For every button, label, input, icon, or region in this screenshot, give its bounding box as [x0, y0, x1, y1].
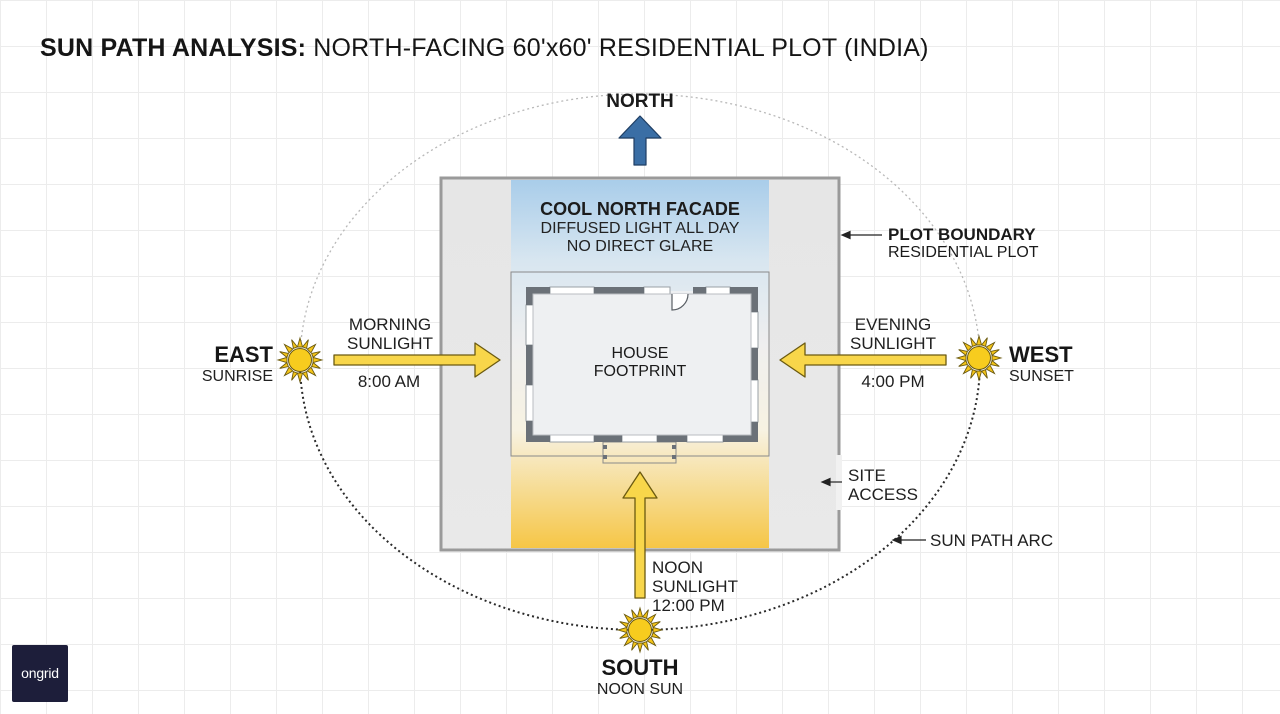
- morning-sunlight-label: MORNING SUNLIGHT: [347, 315, 433, 353]
- sun-path-arc-label: SUN PATH ARC: [930, 531, 1054, 550]
- site-access-line2: ACCESS: [848, 485, 918, 505]
- plot-boundary-label: PLOT BOUNDARY RESIDENTIAL PLOT: [888, 225, 1039, 262]
- page-title: SUN PATH ANALYSIS: NORTH-FACING 60'x60' …: [40, 34, 929, 62]
- west-label-group: WEST SUNSET: [1009, 342, 1074, 386]
- morning-sunlight-arrow: [333, 342, 501, 378]
- south-sub-label: NOON SUN: [596, 680, 684, 698]
- house-label-line2: FOOTPRINT: [593, 362, 687, 380]
- noon-sunlight-line1: NOON: [652, 558, 703, 577]
- house-label-line1: HOUSE: [611, 345, 669, 362]
- evening-sunlight-arrow: [779, 342, 947, 378]
- noon-sunlight-label: NOON SUNLIGHT 12:00 PM: [652, 558, 738, 615]
- sun-path-pointer: [891, 535, 926, 545]
- house-footprint: [525, 286, 759, 443]
- north-facade-note: COOL NORTH FACADE DIFFUSED LIGHT ALL DAY…: [540, 199, 740, 256]
- evening-sunlight-label: EVENING SUNLIGHT: [850, 315, 936, 353]
- north-label: NORTH: [606, 91, 674, 112]
- noon-time-label: 12:00 PM: [652, 596, 725, 616]
- site-access-label: SITE ACCESS: [848, 466, 918, 504]
- plot-boundary-line1: PLOT BOUNDARY: [888, 225, 1036, 244]
- north-facade-line2: NO DIRECT GLARE: [566, 238, 714, 256]
- morning-time-label: 8:00 AM: [357, 372, 421, 391]
- sun-path-arc-upper: [299, 93, 981, 363]
- east-label-group: EAST SUNRISE: [201, 342, 273, 386]
- sunset-sun-icon: [956, 335, 1002, 381]
- house-setback-outline: [510, 271, 770, 457]
- south-label: SOUTH: [601, 655, 679, 680]
- evening-sunlight-line1: EVENING: [854, 315, 932, 334]
- north-facade-line1: DIFFUSED LIGHT ALL DAY: [540, 220, 740, 238]
- south-label-group: SOUTH NOON SUN: [596, 655, 684, 699]
- sunrise-sun-icon: [277, 337, 323, 383]
- north-facade-heading: COOL NORTH FACADE: [540, 199, 740, 219]
- east-sub-label: SUNRISE: [201, 367, 273, 385]
- site-access-line1: SITE: [848, 466, 886, 485]
- west-sub-label: SUNSET: [1009, 367, 1074, 385]
- morning-sunlight-line1: MORNING: [348, 315, 432, 334]
- house-label: HOUSE FOOTPRINT: [594, 345, 686, 381]
- west-label: WEST: [1009, 342, 1073, 367]
- evening-sunlight-line2: SUNLIGHT: [850, 334, 936, 354]
- ongrid-logo: ongrid: [12, 645, 68, 702]
- plot-boundary-line2: RESIDENTIAL PLOT: [888, 244, 1039, 262]
- noon-sunlight-line2: SUNLIGHT: [652, 577, 738, 597]
- noon-sunlight-arrow: [622, 471, 658, 599]
- east-label: EAST: [214, 342, 273, 367]
- north-arrow: [618, 115, 662, 166]
- morning-sunlight-line2: SUNLIGHT: [347, 334, 433, 354]
- site-access-pointer: [820, 477, 842, 487]
- plot-boundary-pointer: [840, 230, 882, 240]
- evening-time-label: 4:00 PM: [861, 372, 925, 391]
- sun-path-arc-lower: [299, 361, 981, 631]
